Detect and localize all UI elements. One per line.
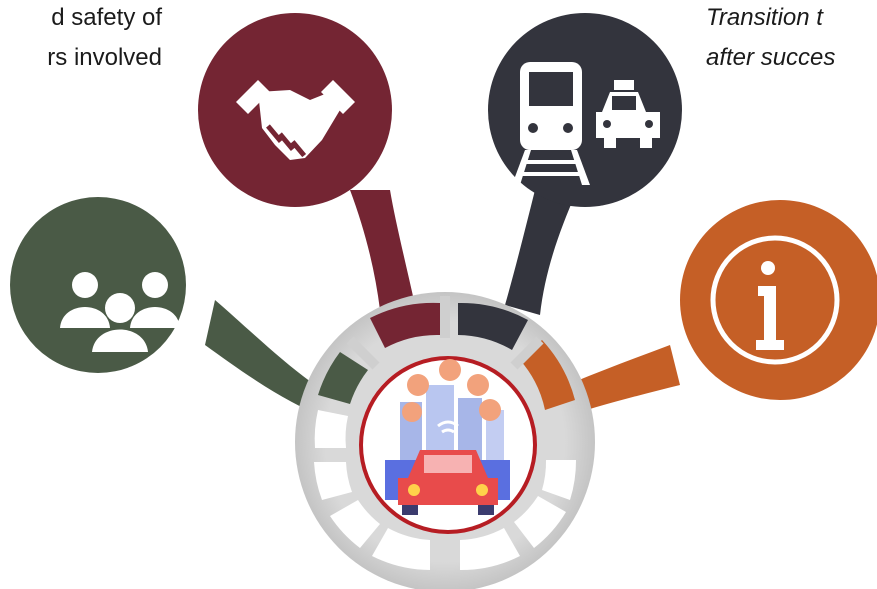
connector-handshake: [350, 190, 415, 310]
handshake-icon: [236, 80, 355, 160]
left-caption-line-1: d safety of: [51, 4, 162, 31]
ring-segment-maroon: [370, 302, 440, 348]
left-caption: d safety of rs involved: [0, 0, 162, 78]
ring-segment-orange: [520, 340, 575, 410]
right-caption-line-1: Transition t: [706, 4, 823, 31]
connector-people: [205, 300, 330, 420]
node-transport: [488, 13, 682, 207]
ring-segment-green: [318, 352, 368, 404]
train-taxi-icon: [512, 62, 660, 185]
node-info: [680, 200, 877, 400]
right-caption-line-2: after succes: [706, 44, 836, 71]
ring-segment-dark: [458, 302, 528, 350]
left-caption-line-2: rs involved: [47, 44, 162, 71]
group-people-icon: [60, 272, 180, 352]
connector-transport: [505, 190, 575, 315]
info-icon: [710, 235, 840, 365]
smart-car-illustration: [385, 359, 510, 515]
right-caption: Transition t after succes: [706, 0, 835, 78]
